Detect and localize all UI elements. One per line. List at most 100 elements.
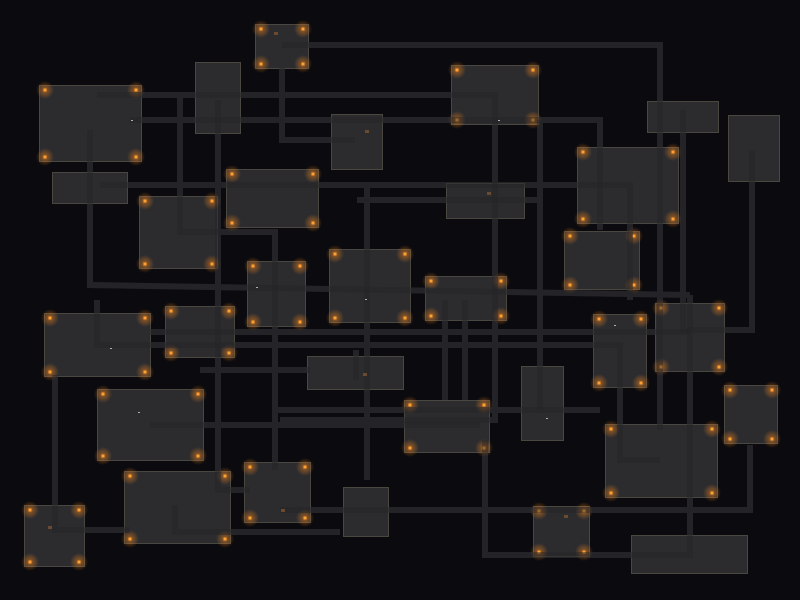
torch-icon	[203, 255, 221, 273]
torch-icon	[296, 458, 314, 476]
corridor	[280, 445, 753, 513]
torch-icon	[216, 530, 234, 548]
item-marker-icon	[48, 526, 52, 529]
torch-icon	[252, 20, 270, 38]
room	[52, 172, 128, 204]
room	[530, 502, 593, 561]
torch-icon	[602, 420, 620, 438]
corridor-overlay	[482, 295, 693, 558]
torch-icon	[252, 55, 270, 73]
torch-icon	[294, 20, 312, 38]
room	[162, 302, 238, 362]
rooms	[21, 20, 781, 574]
torch-icon	[475, 439, 493, 457]
torch-icon	[296, 509, 314, 527]
torch-icon	[41, 363, 59, 381]
corridor-overlay	[215, 100, 250, 493]
torch-icon	[574, 210, 592, 228]
torch-icon	[710, 358, 728, 376]
room	[652, 299, 728, 376]
torch-icon	[94, 385, 112, 403]
corridor-overlay	[279, 68, 355, 143]
torch-icon	[70, 501, 88, 519]
torch-icon	[524, 111, 542, 129]
item-marker-icon	[110, 348, 112, 349]
corridor	[177, 97, 278, 470]
item-marker-icon	[564, 515, 568, 518]
torch-icon	[223, 214, 241, 232]
torch-icon	[136, 309, 154, 327]
torch-icon	[189, 447, 207, 465]
corridor	[215, 100, 250, 493]
item-marker-icon	[365, 299, 367, 300]
torch-icon	[136, 363, 154, 381]
torch-icon	[763, 430, 781, 448]
torch-icon	[664, 210, 682, 228]
torch-icon	[632, 374, 650, 392]
torch-icon	[530, 543, 548, 561]
torch-icon	[492, 272, 510, 290]
torch-icon	[121, 467, 139, 485]
corridor-overlays	[48, 32, 755, 558]
torch-icon	[136, 255, 154, 273]
room	[21, 501, 88, 571]
torch-icon	[136, 192, 154, 210]
torch-icon	[575, 543, 593, 561]
torch-icon	[590, 310, 608, 328]
torch-icon	[602, 484, 620, 502]
torch-icon	[127, 148, 145, 166]
room	[602, 420, 721, 502]
torch-icon	[475, 396, 493, 414]
room	[647, 101, 719, 133]
room	[721, 381, 781, 448]
torch-icon	[530, 502, 548, 520]
room	[401, 396, 493, 457]
torch-icon	[162, 302, 180, 320]
torch-icon	[448, 111, 466, 129]
room	[331, 114, 383, 170]
torch-icon	[162, 344, 180, 362]
torch-icon	[574, 143, 592, 161]
corridor-overlay	[680, 110, 755, 333]
torch-icon	[396, 309, 414, 327]
room	[728, 115, 780, 182]
torch-icon	[422, 307, 440, 325]
room	[307, 356, 404, 390]
room	[446, 183, 525, 219]
torch-icon	[625, 276, 643, 294]
item-marker-icon	[546, 418, 548, 419]
torch-icon	[70, 553, 88, 571]
torch-icon	[223, 165, 241, 183]
corridor-overlay	[97, 92, 498, 423]
item-marker-icon	[363, 373, 367, 376]
torch-icon	[291, 257, 309, 275]
item-marker-icon	[131, 120, 133, 121]
torch-icon	[241, 509, 259, 527]
room	[94, 385, 207, 465]
corridor-overlay	[100, 182, 633, 300]
torch-icon	[220, 302, 238, 320]
item-marker-icon	[365, 130, 369, 133]
torch-icon	[21, 553, 39, 571]
torch-icon	[36, 81, 54, 99]
torch-icon	[291, 313, 309, 331]
torch-icon	[590, 374, 608, 392]
torch-icon	[492, 307, 510, 325]
room	[195, 62, 241, 134]
torch-icon	[401, 439, 419, 457]
torch-icon	[401, 396, 419, 414]
torch-icon	[326, 309, 344, 327]
torch-icon	[216, 467, 234, 485]
room	[521, 366, 564, 441]
room	[590, 310, 650, 392]
room	[448, 61, 542, 129]
torch-icon	[94, 447, 112, 465]
torch-icon	[127, 81, 145, 99]
room	[326, 245, 414, 327]
torch-icon	[632, 310, 650, 328]
room	[121, 467, 234, 548]
torch-icon	[21, 501, 39, 519]
room	[561, 227, 643, 294]
room	[136, 192, 221, 273]
